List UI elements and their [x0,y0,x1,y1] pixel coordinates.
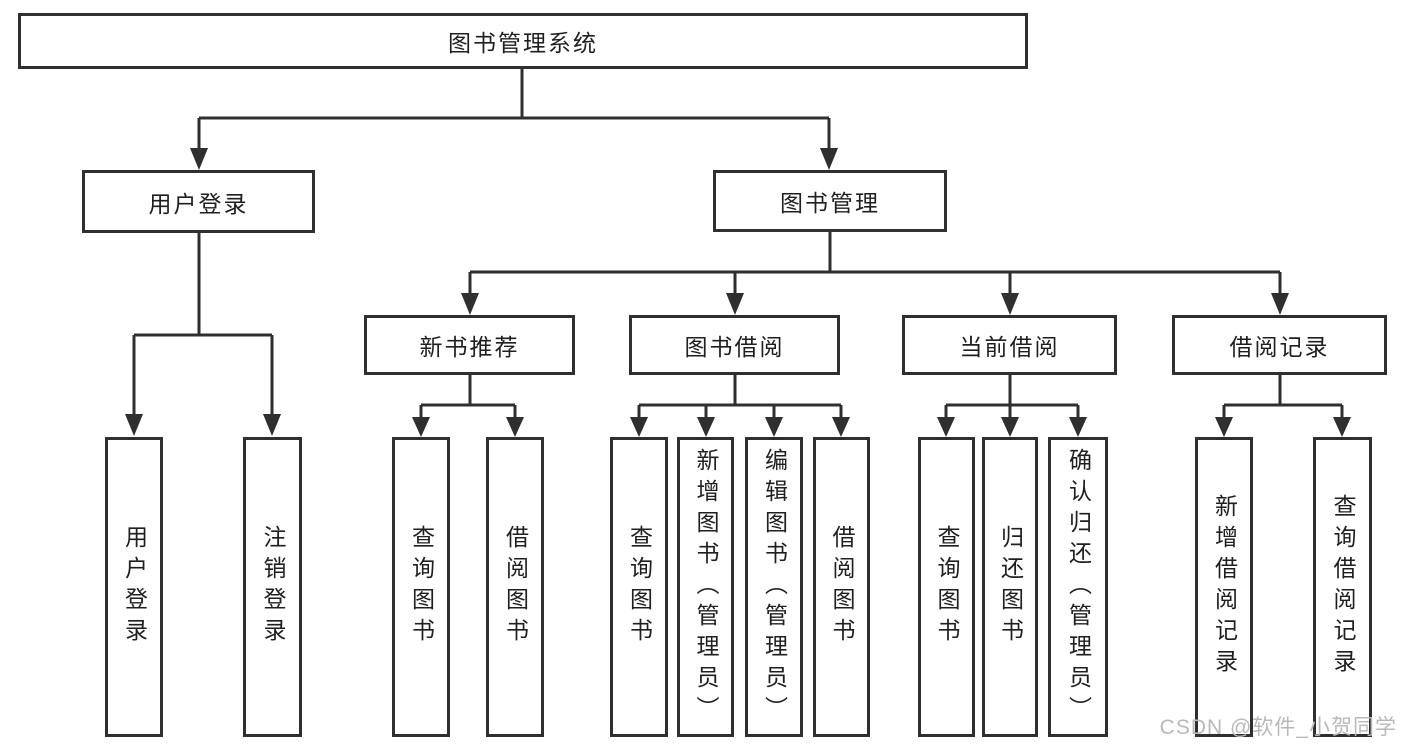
leaf-query-books-3: 查询图书 [918,437,975,737]
leaf-borrow-books-1: 借阅图书 [486,437,544,737]
leaf-query-books-1: 查询图书 [392,437,450,737]
node-new-book-recommend: 新书推荐 [364,315,575,375]
leaf-add-books-admin: 新增图书（管理员） [677,437,734,737]
leaf-logout: 注销登录 [243,437,302,737]
node-book-management: 图书管理 [713,170,947,232]
leaf-user-login: 用户登录 [105,437,163,737]
leaf-borrow-books-2: 借阅图书 [813,437,870,737]
node-book-borrowing: 图书借阅 [629,315,840,375]
csdn-watermark: CSDN @软件_小贺同学 [1159,716,1397,739]
node-current-borrowing: 当前借阅 [902,315,1117,375]
node-library-management-system: 图书管理系统 [18,13,1028,69]
node-user-login: 用户登录 [82,170,315,233]
leaf-add-borrow-record: 新增借阅记录 [1195,437,1253,737]
node-borrow-records: 借阅记录 [1172,315,1387,375]
leaf-return-books: 归还图书 [982,437,1038,737]
leaf-query-borrow-record: 查询借阅记录 [1313,437,1372,737]
leaf-confirm-return-admin: 确认归还（管理员） [1048,437,1108,737]
leaf-edit-books-admin: 编辑图书（管理员） [745,437,803,737]
leaf-query-books-2: 查询图书 [610,437,668,737]
